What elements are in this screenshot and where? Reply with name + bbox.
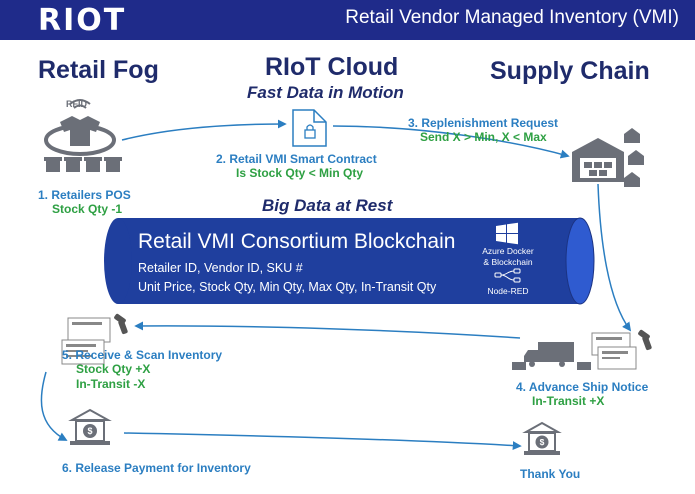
- step1-detail: Stock Qty -1: [52, 202, 123, 216]
- warehouse-icon: [572, 138, 624, 182]
- small-truck-icons: [512, 362, 591, 370]
- blockchain-fields-line2: Unit Price, Stock Qty, Min Qty, Max Qty,…: [138, 280, 437, 294]
- page-title: Retail Vendor Managed Inventory (VMI): [345, 7, 679, 28]
- windows-logo-icon: [496, 222, 518, 245]
- step2-title: 2. Retail VMI Smart Contract: [216, 152, 377, 166]
- delivery-truck-icon: [524, 342, 574, 367]
- column-title-retail-fog: Retail Fog: [38, 56, 159, 84]
- arrow-receive-to-payment: [40, 371, 68, 441]
- step1-title: 1. Retailers POS: [38, 188, 131, 202]
- thank-you-label: Thank You: [520, 467, 581, 481]
- bank-payment-icon-left: $: [68, 408, 112, 445]
- step4-title: 4. Advance Ship Notice: [516, 380, 649, 394]
- step2-detail: Is Stock Qty < Min Qty: [236, 166, 364, 180]
- blockchain-title: Retail VMI Consortium Blockchain: [138, 230, 456, 253]
- arrow-pos-to-contract: [121, 119, 287, 141]
- barcode-scanner-right-icon: [638, 329, 652, 351]
- node-red-label: Node-RED: [487, 286, 529, 296]
- column-title-supply-chain: Supply Chain: [490, 57, 650, 85]
- column-title-riot-cloud: RIoT Cloud: [265, 53, 399, 81]
- bank-payment-icon-right: $: [522, 421, 562, 455]
- scanner-labels-left: [61, 317, 111, 365]
- node-red-icon: [494, 268, 521, 283]
- big-data-label: Big Data at Rest: [262, 196, 393, 215]
- arrow-warehouse-to-asn: [597, 183, 632, 332]
- header-bar: [0, 0, 695, 40]
- arrow-ship-to-receive: [134, 321, 521, 339]
- rfid-label: RFID: [66, 99, 87, 109]
- step5-title: 5. Receive & Scan Inventory: [62, 348, 223, 362]
- fast-data-subtitle: Fast Data in Motion: [247, 83, 404, 102]
- step5-detail-transit: In-Transit -X: [76, 377, 146, 391]
- riot-logo: RIOT: [38, 3, 127, 38]
- step4-detail: In-Transit +X: [532, 394, 605, 408]
- retail-store-rfid-icon: [44, 99, 122, 172]
- svg-text:$: $: [87, 426, 92, 436]
- barcode-scanner-left-icon: [114, 313, 128, 335]
- step6-title: 6. Release Payment for Inventory: [62, 461, 251, 475]
- step3-title: 3. Replenishment Request: [408, 116, 559, 130]
- step5-detail-stock: Stock Qty +X: [76, 362, 151, 376]
- blockchain-fields-line1: Retailer ID, Vendor ID, SKU #: [138, 261, 303, 275]
- svg-text:$: $: [540, 437, 545, 447]
- arrow-payment-to-thankyou: [123, 432, 522, 451]
- small-warehouse-icons: [624, 128, 644, 187]
- azure-docker-label: Azure Docker: [482, 246, 534, 256]
- azure-blockchain-label: & Blockchain: [483, 257, 533, 267]
- arrow-contract-to-supply: [332, 125, 570, 159]
- scanner-labels-right: [591, 332, 637, 370]
- smart-contract-document-icon: [292, 109, 327, 147]
- step3-detail: Send X > Min, X < Max: [420, 130, 547, 144]
